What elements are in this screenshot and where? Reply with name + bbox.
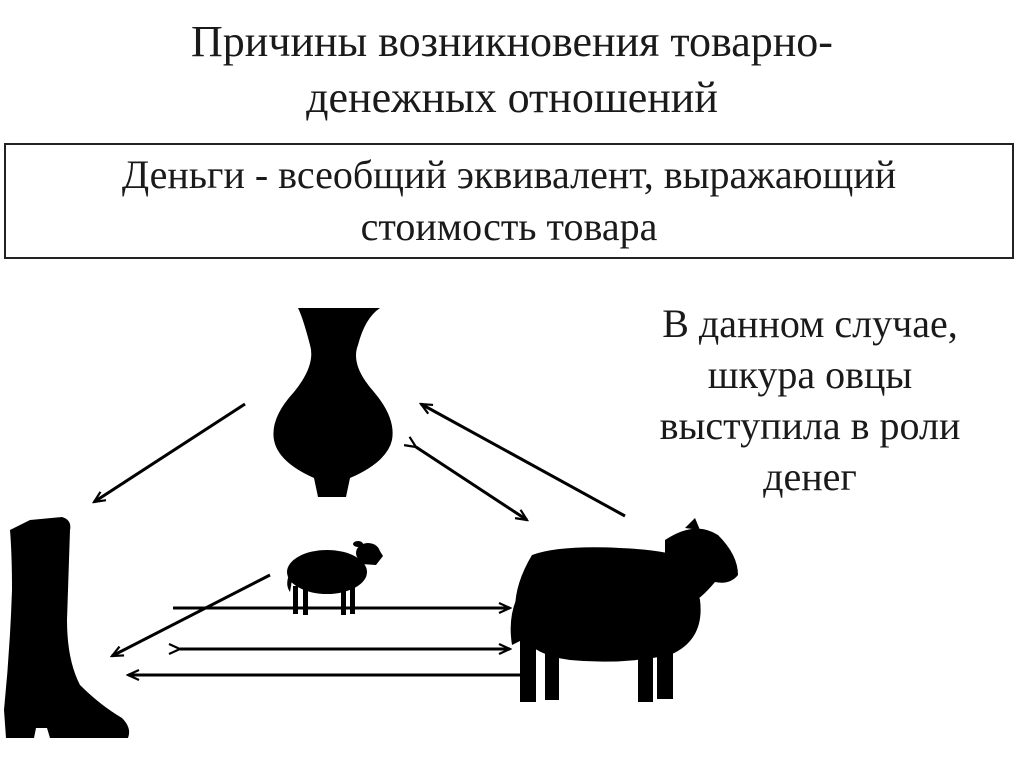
note-line-3: выступила в роли [659,403,961,448]
definition-box: Деньги - всеобщий эквивалент, выражающий… [4,143,1014,259]
definition-line-1: Деньги - всеобщий эквивалент, выражающий [121,152,897,197]
note-line-1: В данном случае, [662,301,958,346]
boot-icon [4,517,130,738]
note-line-2: шкура овцы [707,352,913,397]
explanation-note: В данном случае, шкура овцы выступила в … [610,298,1010,502]
page-title: Причины возникновения товарно- денежных … [0,14,1024,126]
arrow-small-sheep-to-boot [112,573,271,658]
arrow-vase-to-boot [94,402,246,502]
large-sheep-icon [510,518,738,702]
arrow-sheep-to-vase [421,402,626,518]
definition-line-2: стоимость товара [360,204,658,249]
vase-icon [273,308,393,497]
small-sheep-icon [287,541,383,615]
arrow-vase-sheep-both [416,447,527,520]
title-line-1: Причины возникновения товарно- [191,17,833,66]
note-line-4: денег [763,454,857,499]
title-line-2: денежных отношений [306,73,718,122]
exchange-arrows [94,402,626,675]
